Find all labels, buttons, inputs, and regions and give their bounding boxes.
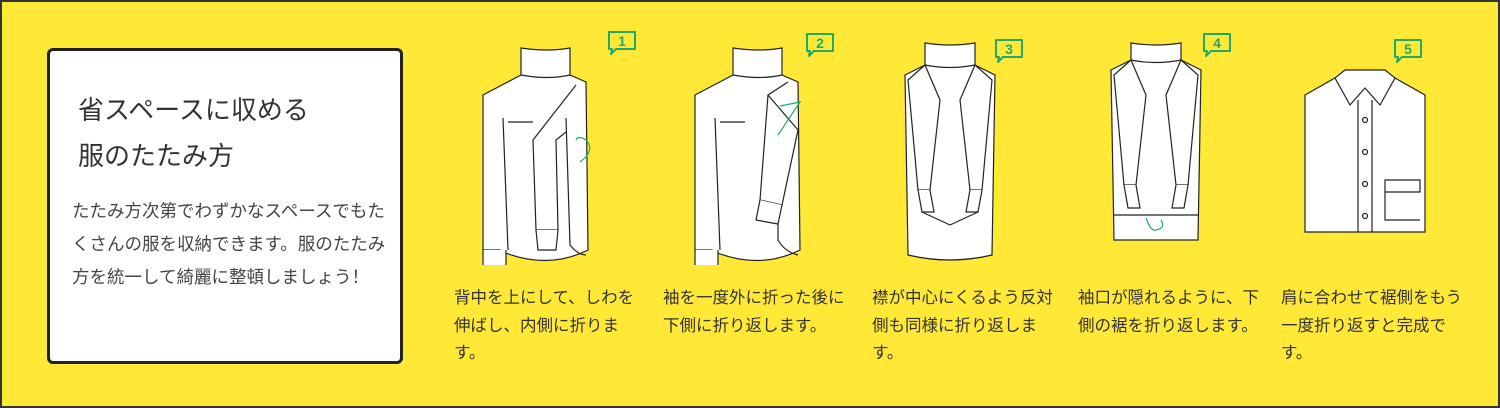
page-title: 省スペースに収める 服のたたみ方 [78,88,309,180]
title-line-2: 服のたたみ方 [78,142,235,172]
shirt-step-4-icon [1110,42,1202,241]
intro-text: たたみ方次第でわずかなスペースでもたくさんの服を収納できます。服のたたみ方を統一… [72,202,386,288]
title-line-1: 省スペースに収める [78,96,309,126]
shirt-step-3-icon [904,42,996,261]
step-2-number: 2 [816,35,824,51]
step-4-number: 4 [1213,35,1221,51]
shirt-step-2-icon [694,47,802,265]
step-1-badge-icon: 1 [608,31,636,55]
step-3-caption: 襟が中心にくるよう反対側も同様に折り返します。 [872,288,1053,362]
shirt-step-1-icon [482,47,591,265]
step-5-badge-icon: 5 [1394,39,1422,63]
step-1-number: 1 [618,33,626,49]
step-2-caption: 袖を一度外に折った後に下側に折り返します。 [663,288,845,335]
intro-card [47,48,403,364]
step-3-number: 3 [1005,41,1013,57]
step-4-badge-icon: 4 [1203,33,1231,57]
step-4-caption: 袖口が隠れるように、下側の裾を折り返します。 [1078,288,1260,335]
step-5-caption: 肩に合わせて裾側をもう一度折り返すと完成です。 [1281,288,1463,362]
step-2-badge-icon: 2 [806,33,834,57]
step-5-number: 5 [1404,41,1412,57]
step-3-badge-icon: 3 [995,39,1023,63]
step-1-caption: 背中を上にして、しわを伸ばし、内側に折ります。 [454,288,635,362]
shirt-step-5-icon [1304,69,1426,233]
